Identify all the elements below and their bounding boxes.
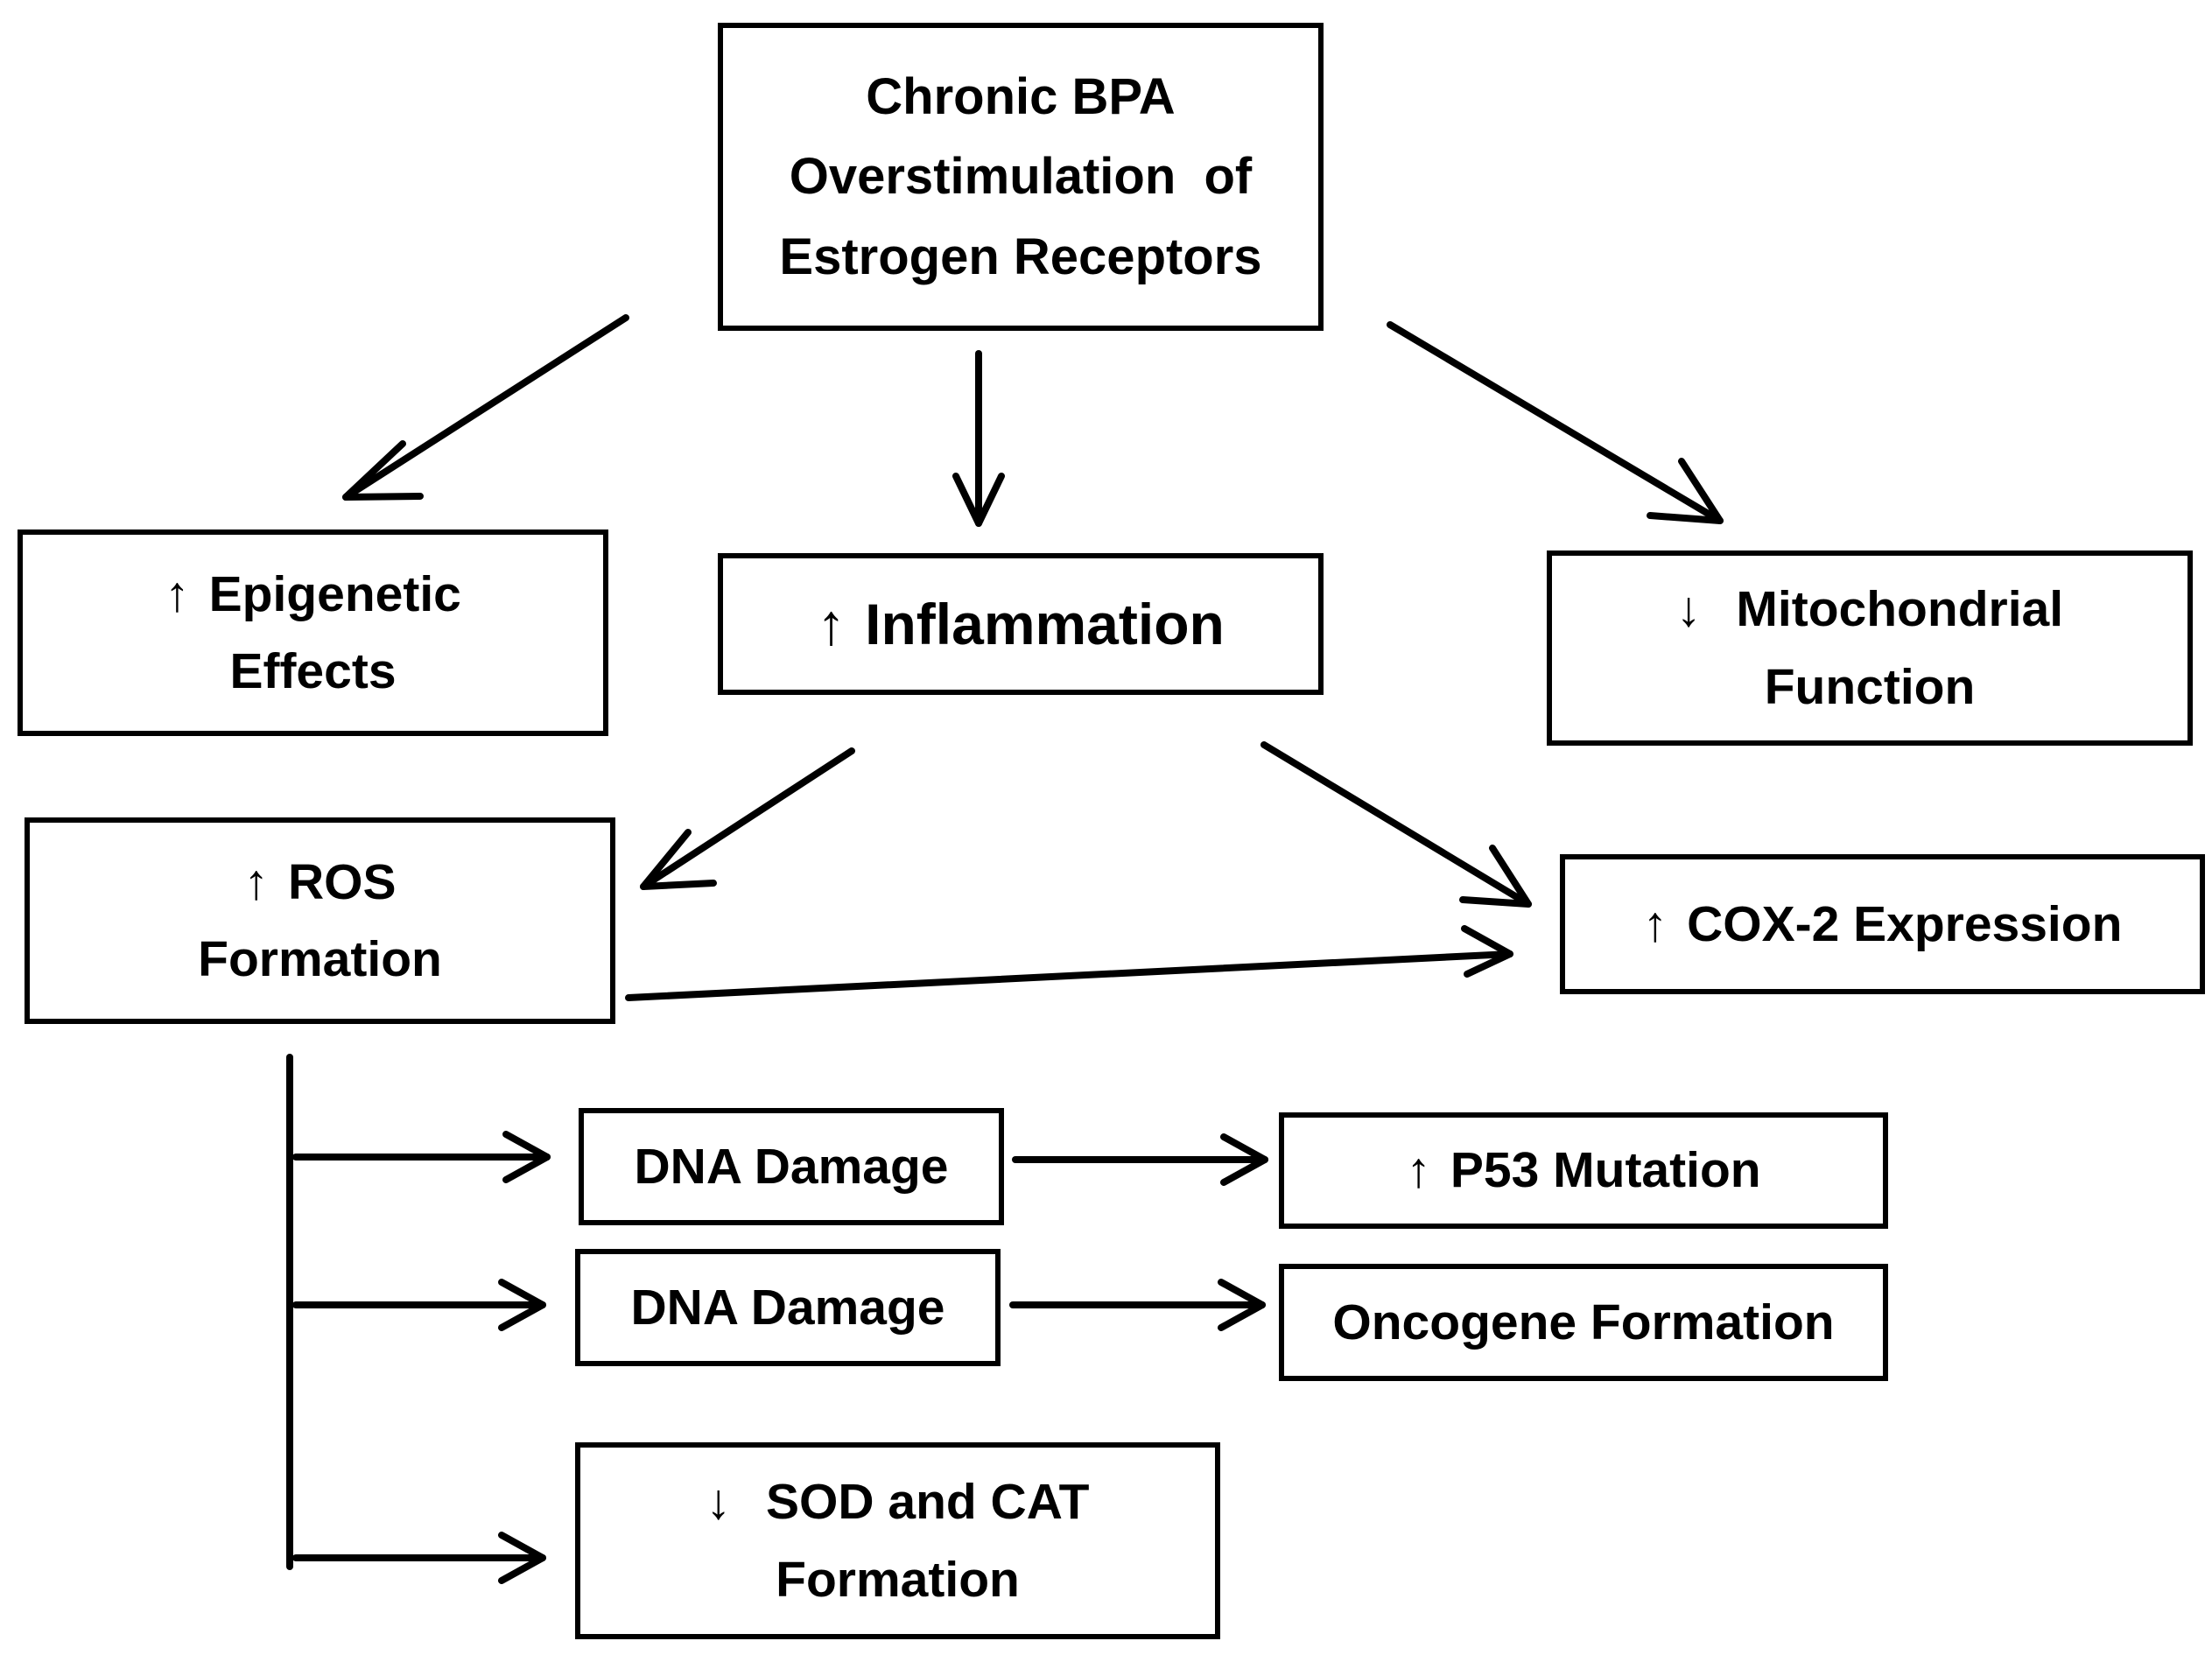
edge-source-to-epigenetic [342, 314, 629, 501]
node-p53-line-1: ↑ P53 Mutation [1406, 1132, 1760, 1209]
edge-ros-to-dna-damage-2 [292, 1279, 546, 1331]
increase-arrow-icon: ↑ [1406, 1142, 1431, 1199]
edge-source-to-inflammation [952, 350, 1005, 527]
node-inflammation-label: Inflammation [865, 591, 1225, 656]
edge-dna-damage-1-to-p53 [1012, 1133, 1268, 1186]
node-sod-cat-formation: ↓ SOD and CAT Formation [575, 1442, 1220, 1639]
node-epigenetic-line-1: ↑ Epigenetic [165, 556, 461, 633]
increase-arrow-icon: ↑ [1642, 895, 1668, 952]
node-dna-damage-2: DNA Damage [575, 1249, 1001, 1366]
edge-ros-to-dna-damage-1 [292, 1131, 551, 1183]
node-oncogene-label: Oncogene Formation [1332, 1294, 1835, 1350]
node-bpa-source-line-2: Overstimulation of [789, 148, 1253, 206]
node-ros-label-1: ROS [287, 853, 397, 910]
node-ros-line-1: ↑ ROS [243, 844, 396, 921]
node-mitochondrial-line-2: Function [1764, 658, 1976, 715]
node-dna-damage-1-label: DNA Damage [634, 1138, 949, 1195]
node-mitochondrial-function: ↓ Mitochondrial Function [1547, 550, 2193, 746]
increase-arrow-icon: ↑ [243, 853, 269, 910]
edge-dna-damage-2-to-oncogene [1009, 1279, 1266, 1331]
node-dna-damage-2-label: DNA Damage [630, 1279, 945, 1336]
node-bpa-source-line-3: Estrogen Receptors [779, 228, 1262, 285]
node-inflammation-line-1: ↑ Inflammation [817, 579, 1225, 669]
node-epigenetic-line-2: Effects [229, 643, 397, 699]
node-mitochondrial-label-1: Mitochondrial [1736, 581, 2064, 638]
node-sod-cat-line-1: ↓ SOD and CAT [706, 1463, 1090, 1540]
node-dna-damage-1: DNA Damage [579, 1108, 1004, 1225]
node-p53-mutation: ↑ P53 Mutation [1279, 1112, 1888, 1229]
node-oncogene-formation: Oncogene Formation [1279, 1264, 1888, 1381]
edge-inflammation-to-cox2 [1260, 741, 1532, 908]
node-cox2-label: COX-2 Expression [1687, 895, 2123, 952]
node-sod-cat-label-1: SOD and CAT [766, 1474, 1090, 1531]
increase-arrow-icon: ↑ [817, 591, 846, 656]
node-inflammation: ↑ Inflammation [718, 553, 1324, 695]
increase-arrow-icon: ↑ [165, 565, 190, 622]
node-ros-line-2: Formation [198, 931, 442, 987]
node-ros-formation: ↑ ROS Formation [25, 817, 615, 1024]
edge-ros-to-sod-cat [292, 1532, 546, 1584]
node-bpa-source: Chronic BPA Overstimulation of Estrogen … [718, 23, 1324, 331]
edge-inflammation-to-ros [640, 747, 855, 890]
edge-source-to-mitochondrial [1387, 321, 1724, 524]
edge-ros-to-cox2 [625, 925, 1513, 1001]
node-p53-label: P53 Mutation [1450, 1142, 1761, 1199]
decrease-arrow-icon: ↓ [706, 1474, 732, 1531]
node-epigenetic-effects: ↑ Epigenetic Effects [18, 529, 608, 736]
node-mitochondrial-line-1: ↓ Mitochondrial [1676, 571, 2063, 648]
node-sod-cat-line-2: Formation [776, 1551, 1020, 1608]
node-cox2-expression: ↑ COX-2 Expression [1560, 854, 2205, 994]
node-epigenetic-label-1: Epigenetic [208, 565, 461, 622]
node-cox2-line-1: ↑ COX-2 Expression [1643, 886, 2123, 963]
decrease-arrow-icon: ↓ [1675, 581, 1702, 638]
node-bpa-source-line-1: Chronic BPA [866, 67, 1176, 125]
